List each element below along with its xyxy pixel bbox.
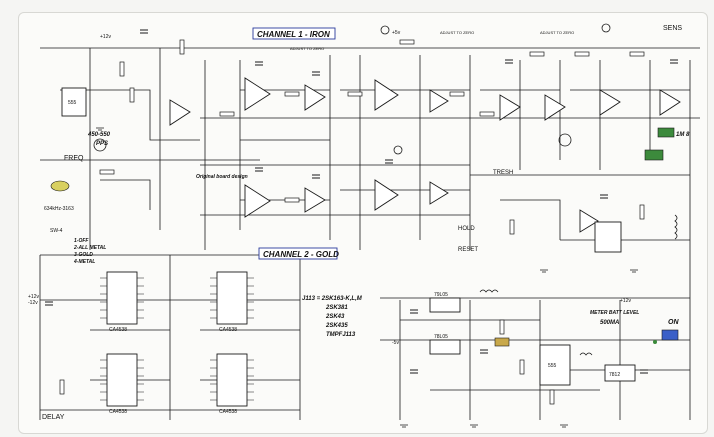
ic-cd4538-2-label: CA4538 <box>219 327 237 333</box>
jfet-line-5: TMPFJ113 <box>326 332 356 338</box>
osc-label: 634kHz-3163 <box>44 206 74 212</box>
resistor-1m8-label: 1M 8 <box>676 132 690 138</box>
channel2-title: CHANNEL 2 - GOLD <box>263 250 339 259</box>
ic-relay-block <box>594 221 622 253</box>
ic-cd4538-4-label: CA4538 <box>219 409 237 415</box>
current-label: 500MA <box>600 320 619 326</box>
ic-555-left-label: 555 <box>68 100 77 106</box>
reg-7812 <box>604 364 636 382</box>
channel-title-boxes <box>252 27 338 260</box>
mode-2: 2-ALL METAL <box>73 245 106 251</box>
pps-label: PPS <box>96 141 108 147</box>
battery-meter-label: METER BATT LEVEL <box>590 310 639 316</box>
reg-78l05 <box>429 339 461 355</box>
potentiometers <box>93 23 611 155</box>
ic-555-left <box>61 87 87 117</box>
mode-1: 1-OFF <box>74 238 89 244</box>
jfet-line-1: J113 = 2SK163-K,L,M <box>302 296 363 302</box>
reg-78l05-label: 78L05 <box>434 334 448 340</box>
rail-plus5-top: +5v <box>392 30 401 36</box>
reset-label: RESET <box>458 247 478 253</box>
adjust-note-2: ADJUST TO ZERO <box>540 30 574 35</box>
capacitors <box>45 29 678 374</box>
tresh-label: TRESH <box>493 170 513 176</box>
rail-plus12: +12v <box>620 298 631 304</box>
reg-79l05-label: 79L05 <box>434 292 448 298</box>
adjust-note-1: ADJUST TO ZERO <box>440 30 474 35</box>
inductor-coil <box>479 214 678 356</box>
sens-label: SENS <box>663 25 682 32</box>
freq-range-label: 450-550 <box>87 132 111 138</box>
original-board-label: Original board design <box>196 174 248 180</box>
reg-79l05 <box>429 297 461 313</box>
channel1-title: CHANNEL 1 - IRON <box>257 30 330 39</box>
adjust-note-3: ADJUST TO ZERO <box>290 46 324 51</box>
resistors <box>59 39 645 405</box>
ic-cd4538-4 <box>216 353 248 407</box>
ic-packages <box>61 87 636 407</box>
mode-3: 3-GOLD <box>74 252 93 258</box>
ic-cd4538-3-label: CA4538 <box>109 409 127 415</box>
ic-pins <box>100 277 254 401</box>
mode-4: 4-METAL <box>73 259 95 265</box>
rail-plus12-left: +12v <box>28 294 39 300</box>
hold-label: HOLD <box>458 226 475 232</box>
on-label: ON <box>668 319 679 326</box>
ic-555-right <box>539 344 571 386</box>
ic-cd4538-3 <box>106 353 138 407</box>
jfet-line-4: 2SK435 <box>325 323 348 329</box>
rail-plus12-top: +12v <box>100 34 111 40</box>
jfet-line-3: 2SK43 <box>325 314 345 320</box>
jfet-line-2: 2SK381 <box>325 305 348 311</box>
ic-cd4538-1 <box>106 271 138 325</box>
rail-minus5: -5v <box>392 340 399 346</box>
ic-555-right-label: 555 <box>548 363 557 369</box>
green-components <box>50 127 679 347</box>
opamps <box>169 77 681 233</box>
switch-label: SW-4 <box>50 228 63 234</box>
ic-cd4538-1-label: CA4538 <box>109 327 127 333</box>
rail-minus12-left: -12v <box>28 300 38 306</box>
reg-7812-label: 7812 <box>609 372 620 378</box>
grounds <box>96 127 638 428</box>
ic-cd4538-2 <box>216 271 248 325</box>
delay-label: DELAY <box>42 414 65 421</box>
freq-label: FREQ <box>64 155 84 162</box>
